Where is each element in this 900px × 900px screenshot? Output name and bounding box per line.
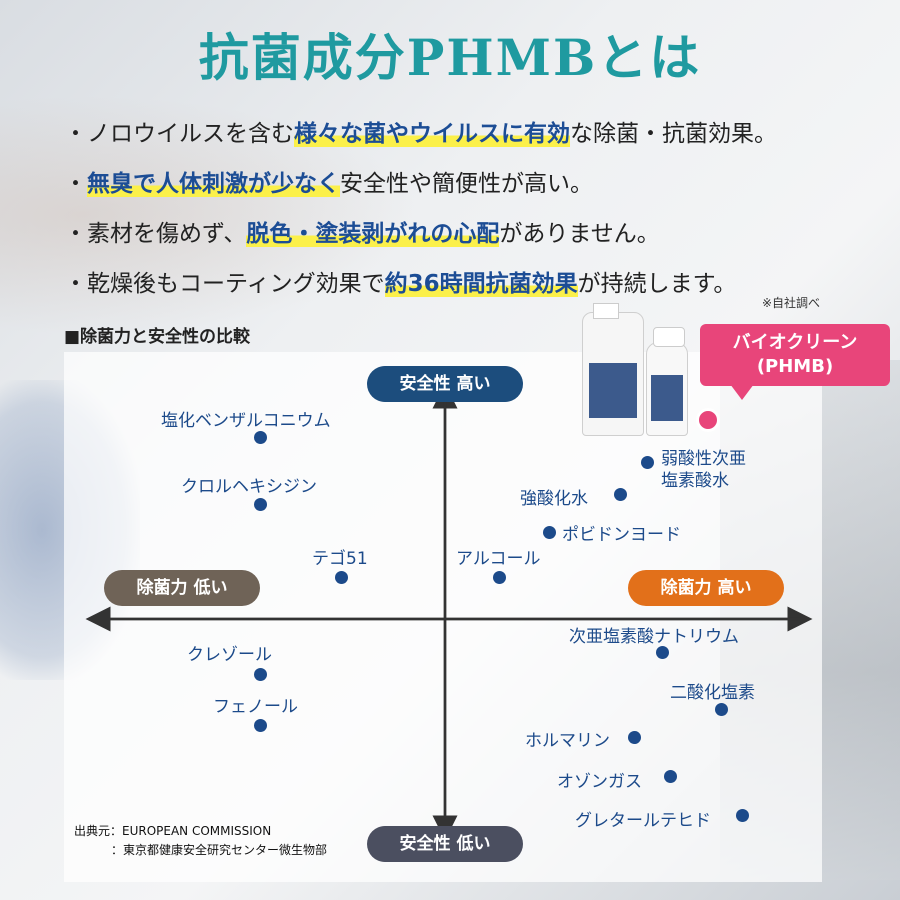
item-dot	[254, 498, 267, 511]
feature-item-2: ・無臭で人体刺激が少なく安全性や簡便性が高い。	[64, 162, 864, 212]
page-title: 抗菌成分PHMBとは	[198, 28, 702, 87]
item-label: クロルヘキシジン	[181, 477, 317, 497]
comparison-title: ■除菌力と安全性の比較	[64, 327, 251, 347]
axis-label-safety-high: 安全性 高い	[367, 366, 523, 402]
product-bottle-large	[582, 303, 644, 436]
feature-text: が持続します。	[577, 271, 737, 297]
feature-text: ・	[64, 171, 87, 197]
source-line: ：東京都健康安全研究センター微生物部	[111, 843, 328, 857]
feature-list: ・ノロウイルスを含む様々な菌やウイルスに有効な除菌・抗菌効果。 ・無臭で人体刺激…	[64, 112, 864, 312]
item-label: ホルマリン	[525, 731, 610, 751]
item-label: アルコール	[456, 549, 541, 569]
item-label: 次亜塩素酸ナトリウム	[569, 627, 739, 647]
item-dot	[493, 571, 506, 584]
product-position-dot	[696, 408, 720, 432]
axis-label-kill-high: 除菌力 高い	[628, 570, 784, 606]
item-label: フェノール	[213, 697, 298, 717]
axis-label-safety-low: 安全性 低い	[367, 826, 523, 862]
item-label-line: 塩素酸水	[661, 471, 729, 491]
axis-label-kill-low: 除菌力 低い	[104, 570, 260, 606]
feature-item-4: ・乾燥後もコーティング効果で約36時間抗菌効果が持続します。	[64, 262, 864, 312]
item-dot	[335, 571, 348, 584]
feature-highlight: 約36時間抗菌効果	[384, 271, 578, 297]
item-dot	[614, 488, 627, 501]
feature-text: がありません。	[499, 221, 660, 247]
item-dot	[715, 703, 728, 716]
feature-highlight: 脱色・塗装剥がれの心配	[246, 221, 500, 247]
feature-text: 安全性や簡便性が高い。	[340, 171, 593, 197]
item-dot	[254, 431, 267, 444]
item-dot	[254, 668, 267, 681]
callout-product-name: バイオクリーン	[732, 332, 858, 353]
item-label: オゾンガス	[557, 772, 642, 792]
feature-highlight: 様々な菌やウイルスに有効	[294, 121, 570, 147]
item-dot	[664, 770, 677, 783]
item-label: ポビドンヨード	[562, 525, 681, 545]
callout-ingredient: (PHMB)	[756, 356, 834, 377]
item-label: 弱酸性次亜 塩素酸水	[661, 448, 746, 492]
source-line: 出典元：EUROPEAN COMMISSION	[74, 824, 272, 838]
product-spray-bottle	[646, 327, 688, 436]
source-citation: 出典元：EUROPEAN COMMISSION ：東京都健康安全研究センター微生…	[74, 822, 327, 860]
feature-text: ・ノロウイルスを含む	[64, 121, 294, 147]
item-dot	[628, 731, 641, 744]
item-label: 強酸化水	[520, 489, 588, 509]
item-dot	[254, 719, 267, 732]
item-dot	[736, 809, 749, 822]
item-dot	[656, 646, 669, 659]
item-label: グレタールテヒド	[575, 811, 711, 831]
item-label: テゴ51	[312, 549, 368, 569]
item-label: 二酸化塩素	[670, 683, 755, 703]
item-label: 塩化ベンザルコニウム	[161, 411, 331, 431]
item-dot	[543, 526, 556, 539]
product-callout: バイオクリーン (PHMB)	[700, 324, 890, 386]
comparison-panel	[64, 352, 822, 882]
item-dot	[641, 456, 654, 469]
feature-text: な除菌・抗菌効果。	[570, 121, 777, 147]
callout-tail	[730, 384, 754, 400]
feature-highlight: 無臭で人体刺激が少なく	[87, 171, 340, 197]
feature-item-1: ・ノロウイルスを含む様々な菌やウイルスに有効な除菌・抗菌効果。	[64, 112, 864, 162]
feature-item-3: ・素材を傷めず、脱色・塗装剥がれの心配がありません。	[64, 212, 864, 262]
feature-text: ・乾燥後もコーティング効果で	[64, 271, 385, 297]
feature-text: ・素材を傷めず、	[64, 221, 247, 247]
item-label: クレゾール	[187, 645, 272, 665]
self-survey-note: ※自社調べ	[761, 296, 820, 310]
item-label-line: 弱酸性次亜	[661, 449, 746, 469]
